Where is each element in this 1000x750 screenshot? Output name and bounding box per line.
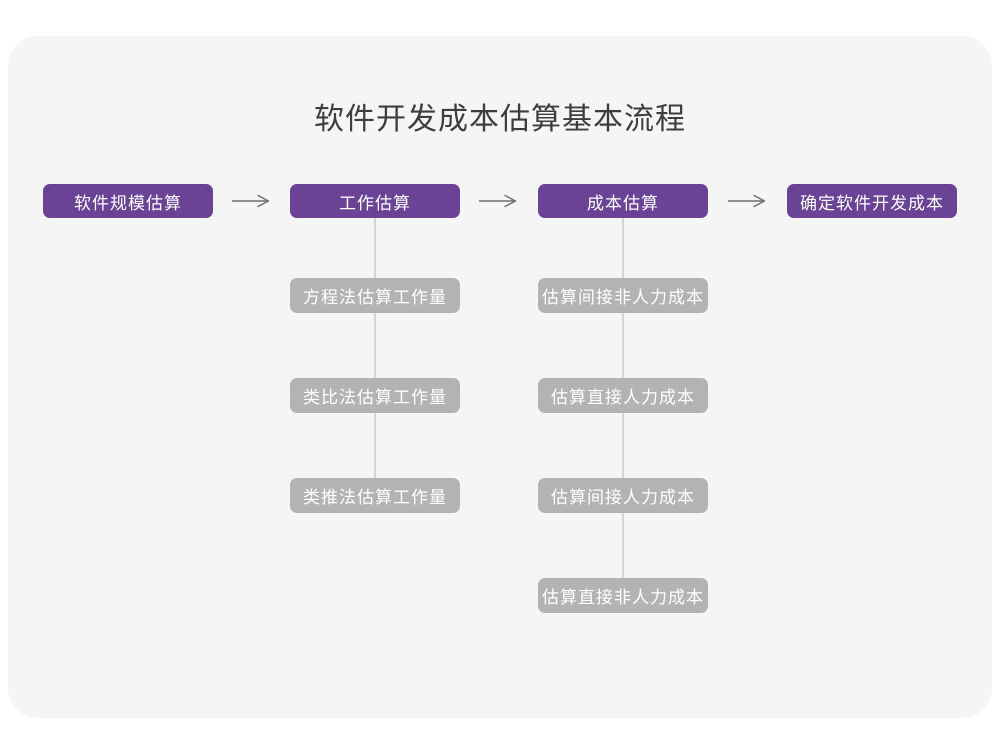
flow-step-label: 工作估算: [339, 193, 411, 213]
cost-substep-direct-nonlabor: 估算直接非人力成本: [538, 578, 708, 613]
diagram-title: 软件开发成本估算基本流程: [314, 103, 686, 136]
cost-substep-indirect-labor: 估算间接人力成本: [538, 478, 708, 513]
flow-step-determine-development-cost: 确定软件开发成本: [787, 184, 957, 218]
flow-arrow-icon: [232, 194, 270, 208]
work-substep-analogy-method: 类比法估算工作量: [290, 378, 460, 413]
substep-label: 类推法估算工作量: [303, 488, 447, 507]
substep-label: 方程法估算工作量: [303, 288, 447, 307]
work-substep-equation-method: 方程法估算工作量: [290, 278, 460, 313]
work-substep-extrapolation-method: 类推法估算工作量: [290, 478, 460, 513]
substep-label: 类比法估算工作量: [303, 388, 447, 407]
cost-substep-direct-labor: 估算直接人力成本: [538, 378, 708, 413]
flow-step-label: 成本估算: [587, 193, 659, 213]
substep-label: 估算间接人力成本: [551, 488, 695, 507]
flow-step-work-estimation: 工作估算: [290, 184, 460, 218]
flow-step-cost-estimation: 成本估算: [538, 184, 708, 218]
cost-substep-indirect-nonlabor: 估算间接非人力成本: [538, 278, 708, 313]
flow-step-label: 软件规模估算: [74, 193, 182, 213]
flow-step-software-scale-estimation: 软件规模估算: [43, 184, 213, 218]
substep-label: 估算直接人力成本: [551, 388, 695, 407]
flow-arrow-icon: [728, 194, 766, 208]
substep-label: 估算间接非人力成本: [542, 288, 704, 307]
flow-arrow-icon: [479, 194, 517, 208]
work-estimation-connector-line: [374, 218, 376, 496]
diagram-card: 软件开发成本估算基本流程 软件规模估算 工作估算 成本估算 确定软件开发成本: [8, 36, 992, 718]
flow-step-label: 确定软件开发成本: [800, 193, 944, 213]
substep-label: 估算直接非人力成本: [542, 588, 704, 607]
